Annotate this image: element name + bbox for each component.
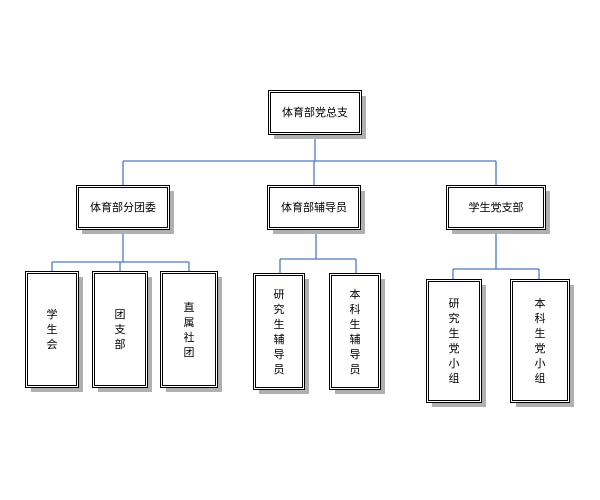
level3-node-label: 团支部 — [114, 308, 126, 351]
level3-node-graduate-party-group: 研究生党小组 — [426, 279, 482, 403]
level3-node-undergraduate-counselor: 本科生辅导员 — [329, 273, 381, 390]
level2-node-counselors: 体育部辅导员 — [267, 185, 361, 230]
level2-node-label: 体育部分团委 — [90, 201, 156, 214]
level3-node-clubs: 直属社团 — [160, 271, 218, 388]
level3-node-label: 研究生辅导员 — [273, 287, 285, 376]
root-node: 体育部党总支 — [268, 90, 362, 135]
level2-node-label: 体育部辅导员 — [281, 201, 347, 214]
level3-node-label: 本科生辅导员 — [349, 287, 361, 376]
level3-node-label: 本科生党小组 — [534, 297, 546, 385]
level2-node-youth-league: 体育部分团委 — [76, 185, 170, 230]
level3-node-label: 研究生党小组 — [448, 297, 460, 385]
level3-node-label: 学生会 — [46, 308, 58, 351]
level2-node-label: 学生党支部 — [468, 201, 524, 214]
root-node-label: 体育部党总支 — [282, 106, 348, 119]
level2-node-party-branch: 学生党支部 — [446, 185, 546, 230]
level3-node-league-branch: 团支部 — [92, 271, 148, 388]
level3-node-undergraduate-party-group: 本科生党小组 — [510, 279, 570, 403]
level3-node-label: 直属社团 — [183, 300, 195, 359]
level3-node-student-union: 学生会 — [25, 271, 79, 388]
level3-node-graduate-counselor: 研究生辅导员 — [253, 273, 305, 390]
